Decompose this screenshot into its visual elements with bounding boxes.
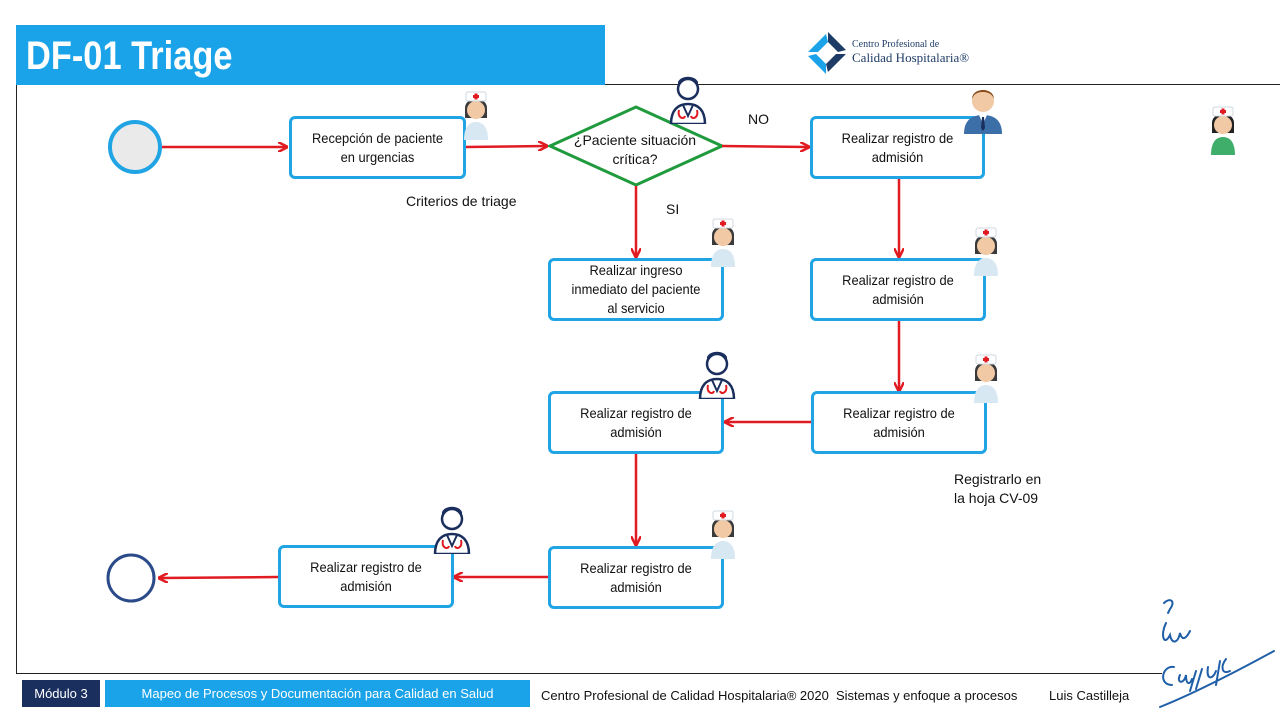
doctor-icon	[433, 506, 471, 554]
arrow-admission6-to-end	[160, 577, 279, 578]
footer-topic: Sistemas y enfoque a procesos	[836, 688, 1018, 703]
frame-left-line	[16, 84, 17, 674]
note-register: Registrarlo en la hoja CV-09	[954, 471, 1042, 506]
step-admission-2-label: Realizar registro de admisión	[842, 271, 954, 307]
step-admission-3-label: Realizar registro de admisión	[843, 404, 955, 440]
note-criteria: Criterios de triage	[406, 193, 517, 209]
page-title: DF-01 Triage	[26, 34, 233, 78]
nurse-icon	[1211, 106, 1235, 155]
label-no: NO	[748, 111, 769, 127]
start-event	[108, 120, 162, 174]
footer-org: Centro Profesional de Calidad Hospitalar…	[541, 688, 829, 703]
nurse-icon	[974, 227, 998, 276]
step-immediate-label: Realizar ingreso inmediato del paciente …	[571, 262, 701, 316]
step-admission-1-label: Realizar registro de admisión	[841, 129, 954, 165]
signature	[1159, 599, 1275, 708]
frame-bottom-line	[16, 673, 1162, 674]
arrow-decision-no	[721, 146, 808, 147]
decision-label: ¿Paciente situación crítica?	[573, 132, 697, 167]
nurse-icon	[711, 510, 735, 559]
doctor-icon	[698, 351, 736, 399]
nurse-icon	[974, 354, 998, 403]
module-badge: Módulo 3	[22, 680, 100, 707]
step-reception: Recepción de paciente en urgencias	[289, 116, 466, 179]
decision-diamond	[546, 105, 726, 187]
step-admission-6: Realizar registro de admisión	[278, 545, 454, 608]
frame-top-line	[16, 84, 1280, 85]
logo-line-1: Centro Profesional de	[852, 39, 940, 50]
end-event	[106, 553, 156, 603]
label-si: SI	[666, 201, 680, 217]
footer-author: Luis Castilleja	[1049, 688, 1130, 703]
logo-icon	[808, 32, 846, 74]
step-admission-5-label: Realizar registro de admisión	[580, 559, 692, 595]
nurse-icon	[711, 218, 735, 267]
step-admission-1: Realizar registro de admisión	[810, 116, 985, 179]
title-bar	[16, 25, 605, 85]
step-admission-3: Realizar registro de admisión	[811, 391, 987, 454]
arrow-reception-to-decision	[464, 146, 546, 147]
step-admission-5: Realizar registro de admisión	[548, 546, 724, 609]
step-admission-2: Realizar registro de admisión	[810, 258, 986, 321]
step-immediate: Realizar ingreso inmediato del paciente …	[548, 258, 724, 321]
doctor-icon	[669, 76, 707, 124]
step-admission-4: Realizar registro de admisión	[548, 391, 724, 454]
step-admission-4-label: Realizar registro de admisión	[580, 404, 692, 440]
step-admission-6-label: Realizar registro de admisión	[310, 558, 422, 594]
logo-line-2: Calidad Hospitalaria®	[852, 50, 970, 65]
step-reception-label: Recepción de paciente en urgencias	[311, 129, 444, 165]
nurse-icon	[464, 91, 488, 140]
course-banner: Mapeo de Procesos y Documentación para C…	[105, 680, 530, 707]
businessman-icon	[964, 90, 1002, 134]
